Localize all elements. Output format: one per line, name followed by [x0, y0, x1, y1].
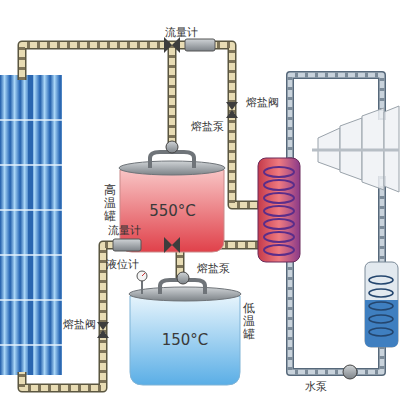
- tank-name: 高温罐: [104, 184, 116, 224]
- panel-divider: [0, 119, 62, 121]
- storage-tank: 高温罐550°C: [120, 170, 225, 252]
- coil-winding: [264, 180, 294, 190]
- coil-winding: [264, 167, 294, 177]
- coil-winding: [369, 302, 393, 310]
- part-label: 水泵: [305, 380, 327, 393]
- low-temp-tank: [129, 280, 241, 385]
- coil-winding: [264, 232, 294, 242]
- coil-winding: [264, 206, 294, 216]
- heat-exchanger: [258, 158, 300, 262]
- panel-divider: [0, 164, 62, 166]
- solar-collector: [0, 75, 62, 375]
- coil-winding: [264, 193, 294, 203]
- turbine: [312, 106, 399, 192]
- part-label: 熔盐泵: [191, 120, 224, 133]
- part-label: 熔盐阀: [63, 318, 96, 331]
- part-label: 流量计: [108, 224, 141, 237]
- panel-divider: [0, 344, 62, 346]
- part-label: 液位计: [106, 258, 139, 271]
- temperature: 550°C: [149, 202, 196, 220]
- flow-meter: [185, 39, 215, 51]
- panel-divider: [0, 209, 62, 211]
- water-pump: [343, 365, 357, 379]
- part-label: 熔盐阀: [246, 96, 279, 109]
- coil-winding: [369, 276, 393, 284]
- coil-winding: [264, 245, 294, 255]
- coil-winding: [369, 328, 393, 336]
- valve: [97, 37, 238, 338]
- temperature: 150°C: [162, 331, 209, 349]
- salt-pipes: [22, 45, 258, 388]
- part-label: 流量计: [165, 26, 198, 39]
- storage-tank: 低温罐150°C: [130, 296, 240, 384]
- tank-name: 低温罐: [243, 302, 255, 342]
- coil-winding: [369, 315, 393, 323]
- panel-divider: [0, 299, 62, 301]
- part-label: 熔盐泵: [197, 262, 230, 275]
- coil-winding: [369, 289, 393, 297]
- panel-divider: [0, 254, 62, 256]
- flow-meter: [113, 239, 141, 251]
- coil-winding: [264, 219, 294, 229]
- condenser: [365, 262, 398, 347]
- level-gauge: [137, 271, 147, 281]
